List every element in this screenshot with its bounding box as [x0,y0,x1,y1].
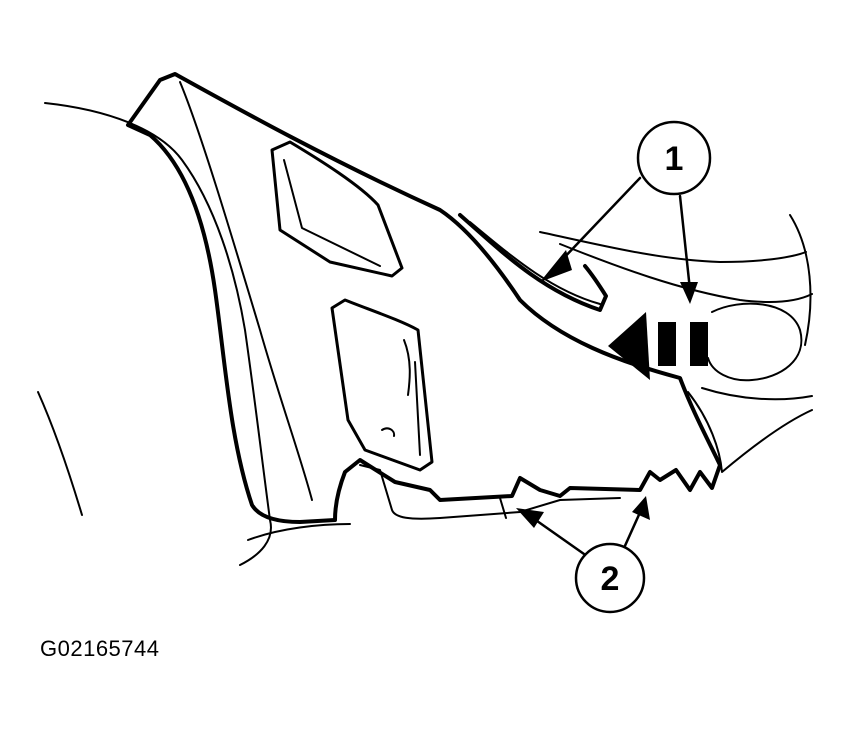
callout-2-circle [574,542,646,614]
removal-direction-dash-1 [658,322,676,366]
lower-opening [330,298,434,472]
dash-surface-mid [559,243,813,303]
lower-bracket [359,464,621,520]
bracket-tab [499,497,507,519]
removal-direction-arrowhead [608,312,650,380]
seat-left-edge [37,391,83,516]
dash-lower-edge [701,387,813,401]
callout-1-leader-a [558,176,642,264]
floor-edge [247,523,351,541]
trim-slot-edge [469,221,601,305]
callout-2: 2 [574,542,646,614]
callout-2-leader-a [528,514,586,556]
callout-2-arrowhead-b [632,496,650,520]
console-front-edge [687,391,813,473]
console-inner-contour [179,81,313,501]
console-trim-panel [126,72,722,524]
seat-outline [44,102,272,566]
callout-1-circle [636,120,712,196]
trim-slot [458,213,608,312]
lower-opening-inner [403,339,421,456]
upper-opening-inner [283,159,381,267]
removal-direction-dash-2 [690,322,708,366]
upper-opening [270,140,404,278]
figure-id-label: G02165744 [40,636,160,661]
callout-1-arrowhead-b [680,282,698,304]
cupholder-outline [707,302,803,382]
callout-1: 1 [636,120,712,196]
dash-surface-upper [539,231,807,263]
callout-2-number: 2 [601,560,620,598]
callout-1-arrowhead-a [540,250,572,282]
callout-1-number: 1 [665,140,684,178]
small-clip [381,427,396,437]
callout-1-leader-b [678,194,692,292]
dash-curve [789,214,812,346]
callout-2-arrowhead-a [516,508,544,528]
